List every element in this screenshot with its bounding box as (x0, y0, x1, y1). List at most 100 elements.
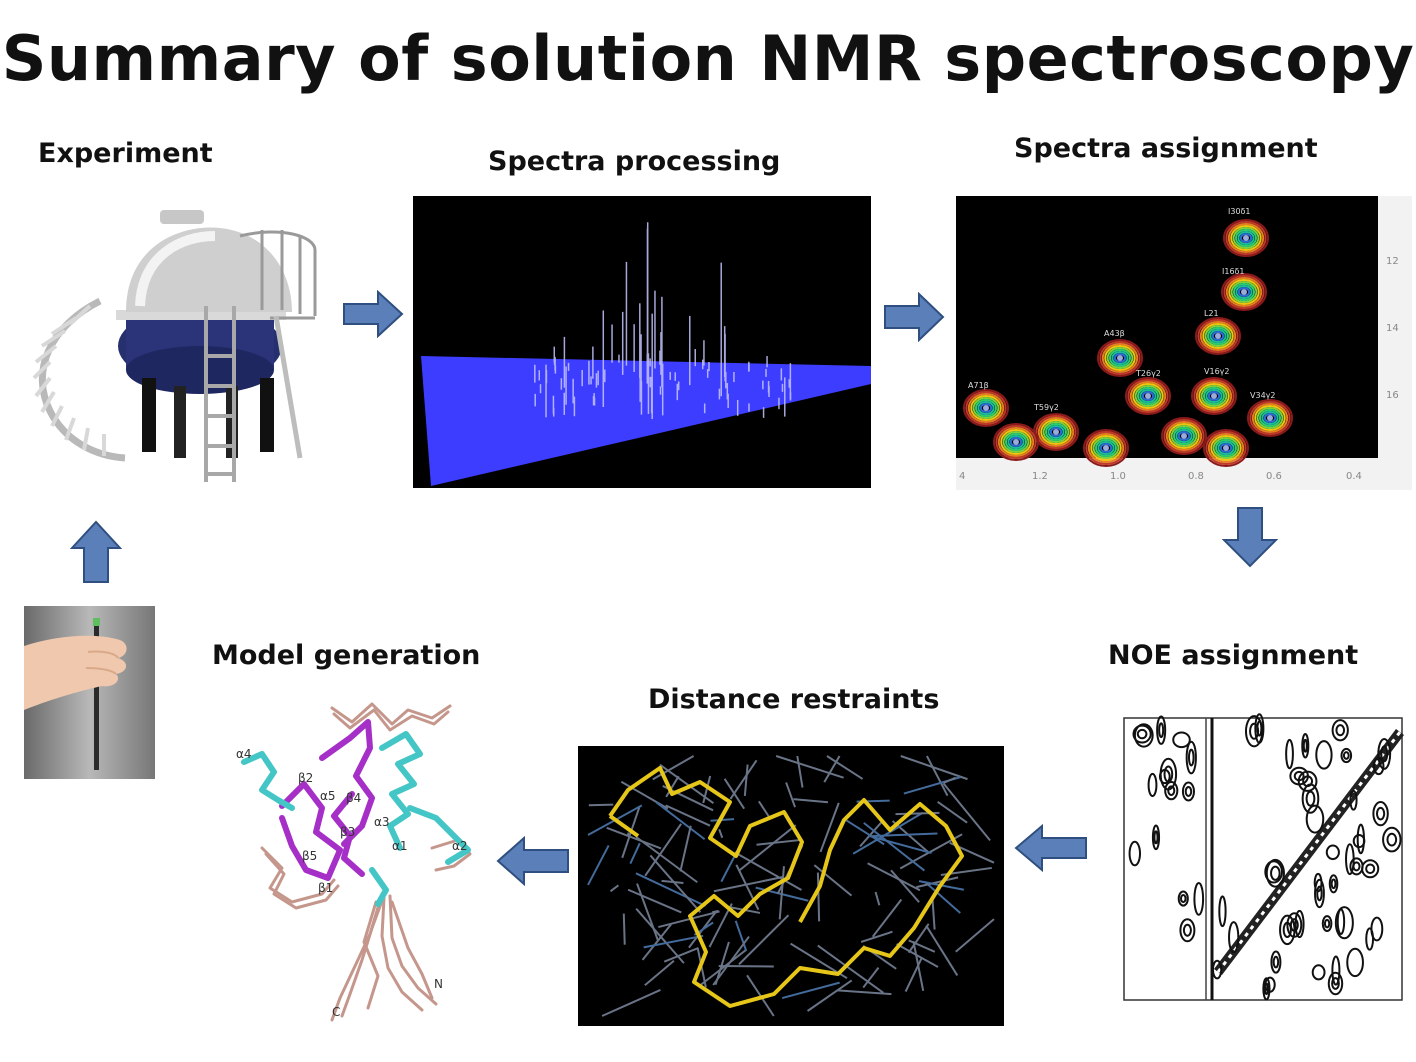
peak-center (1145, 393, 1151, 399)
peak-contour (1197, 319, 1239, 353)
noe-peak (1159, 757, 1178, 791)
peak-contour (1104, 345, 1136, 371)
restraint-line (852, 811, 924, 855)
peak-contour (1099, 443, 1113, 453)
peak-contour (979, 403, 993, 413)
peak-center (1241, 289, 1247, 295)
peak-contour (1092, 437, 1120, 459)
restraint-line (871, 835, 932, 855)
label-spectra-processing: Spectra processing (488, 146, 781, 177)
restraint-line (601, 989, 661, 1017)
peak-contour (995, 425, 1037, 459)
peak-contour (1204, 325, 1232, 347)
noe-peak (1352, 861, 1361, 872)
x-tick: 1.2 (1032, 471, 1048, 482)
noe-peak (1311, 964, 1326, 981)
restraint-line (699, 949, 747, 987)
peak-contour (1097, 339, 1143, 377)
peak-contour (1249, 401, 1291, 435)
peak-center (1117, 355, 1123, 361)
restraint-line (735, 864, 760, 911)
restraint-line (806, 979, 853, 1012)
restraint-line (738, 914, 790, 966)
terminus-label: C (332, 1005, 340, 1019)
x-tick: 0.8 (1188, 471, 1204, 482)
restraint-line (942, 782, 991, 842)
restraint-line (793, 798, 829, 804)
restraint-line (712, 935, 750, 986)
restraint-line (758, 800, 771, 819)
restraint-line (734, 851, 802, 891)
x-tick: 0.6 (1266, 471, 1282, 482)
restraint-line (655, 801, 706, 841)
peak-contour (1170, 425, 1198, 447)
noe-peak (1323, 918, 1331, 929)
peak-contour (1000, 429, 1032, 455)
noe-peak (1185, 740, 1197, 775)
noe-peak (1272, 955, 1280, 969)
peak-contour (977, 401, 995, 415)
restraint-line (587, 845, 610, 886)
restraint-line (890, 869, 920, 903)
restraint-line (712, 909, 719, 914)
noe-peak (1181, 781, 1195, 802)
peak-contour (1005, 433, 1027, 451)
noe-peak (1336, 908, 1346, 936)
peak-contour (1047, 425, 1065, 439)
noe-peak (1256, 720, 1263, 737)
restraint-line (813, 864, 853, 897)
restraint-line (743, 764, 749, 796)
restraint-line (785, 782, 796, 808)
peak-contour (1035, 415, 1077, 449)
restraint-line (661, 879, 684, 884)
restraint-line (663, 946, 699, 963)
restraint-line (644, 959, 675, 987)
peak-contour (1173, 427, 1195, 445)
restraint-line (635, 908, 685, 964)
peak-contour (967, 393, 1005, 423)
restraint-line (907, 923, 930, 954)
label-distance-restraints: Distance restraints (648, 684, 940, 715)
peak-center (1223, 445, 1229, 451)
noe-peak (1315, 740, 1333, 770)
noe-peak (1382, 826, 1402, 853)
noe-peak (1263, 982, 1269, 996)
x-tick: 0.4 (1346, 471, 1362, 482)
peak-contour (1227, 223, 1265, 253)
restraint-line (781, 981, 840, 999)
peak-contour (1200, 385, 1228, 407)
restraint-line (925, 925, 959, 976)
noe-peak (1254, 713, 1265, 744)
noe-peak (1352, 833, 1366, 849)
restraint-line (955, 918, 995, 953)
structure-label: α1 (392, 839, 408, 853)
peak-center (1013, 439, 1019, 445)
noe-peak (1342, 751, 1350, 760)
noe-peak (1133, 723, 1154, 748)
noe-peak (1331, 977, 1340, 990)
x-tick: 1.0 (1110, 471, 1126, 482)
noe-peak (1380, 745, 1389, 763)
peak-contour (1040, 419, 1072, 445)
noe-peak (1167, 785, 1176, 796)
peak-contour (1263, 413, 1277, 423)
spectra-assignment-image: 4 1.2 1.0 0.8 0.6 0.4 12 14 16 I30δ1 I16… (956, 196, 1412, 490)
peak-contour (1101, 343, 1139, 373)
noe-peak (1340, 747, 1353, 764)
peak-contour (1207, 391, 1221, 401)
peak-contour (1161, 417, 1207, 455)
noe-peak (1228, 921, 1240, 954)
noe-peak (1136, 728, 1148, 740)
peak-contour (1225, 221, 1267, 255)
noe-peak (1184, 785, 1193, 797)
structure-label: α2 (452, 839, 468, 853)
peak-contour (1199, 321, 1237, 351)
noe-peak (1177, 890, 1189, 907)
noe-peak (1193, 882, 1205, 916)
restraint-line (696, 948, 707, 988)
restraint-line (778, 866, 785, 920)
noe-peak (1270, 865, 1281, 881)
restraint-line (843, 817, 885, 846)
restraint-line (665, 775, 680, 798)
peak-contour (1125, 377, 1171, 415)
